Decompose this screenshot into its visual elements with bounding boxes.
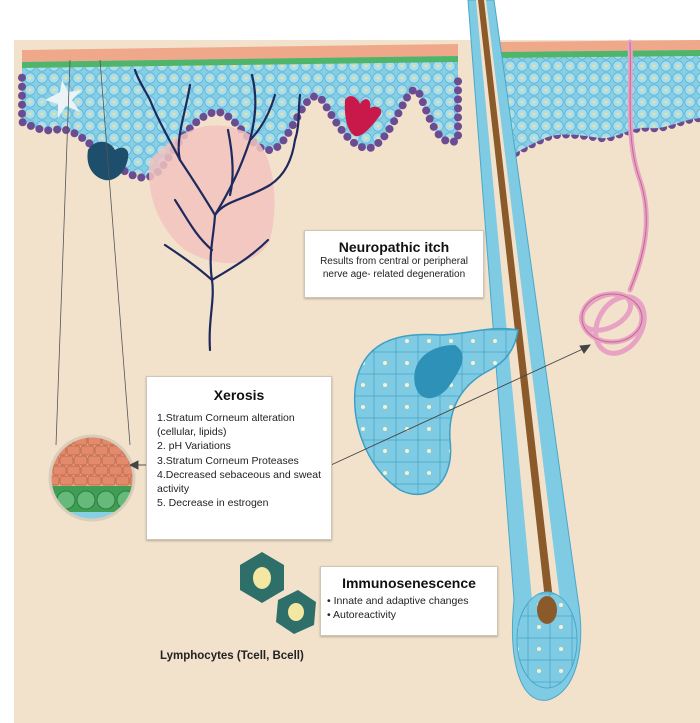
neuropathic-itch-line: Results from central or peripheral (305, 255, 483, 268)
basal-cell (18, 74, 26, 82)
basal-cell (137, 174, 145, 182)
basal-cell (435, 130, 443, 138)
corneocyte (102, 476, 115, 485)
xerosis-list: 1.Stratum Corneum alteration (cellular, … (147, 411, 331, 510)
basal-cell (18, 101, 26, 109)
basal-cell (279, 136, 287, 144)
lymphocytes-label: Lymphocytes (Tcell, Bcell) (160, 650, 340, 662)
basal-cell (35, 125, 43, 133)
basal-cell (231, 119, 239, 127)
basal-cell (303, 98, 311, 106)
basal-cell (208, 109, 216, 117)
basal-cell (62, 126, 70, 134)
basal-cell (358, 143, 366, 151)
basal-cell (289, 121, 297, 129)
basal-cell (323, 103, 331, 111)
basal-cell (18, 83, 26, 91)
basal-cell (454, 77, 462, 85)
basal-cell (318, 96, 326, 104)
corneocyte (60, 476, 73, 485)
basal-cell (192, 118, 200, 126)
basal-cell (454, 95, 462, 103)
immunosenescence-item: • Autoreactivity (327, 608, 497, 622)
corneocyte (74, 456, 87, 465)
basal-cell (293, 113, 301, 121)
xerosis-item: 1.Stratum Corneum alteration (cellular, … (157, 411, 325, 439)
basal-cell (454, 104, 462, 112)
basal-cell (454, 122, 462, 130)
xerosis-item: 4.Decreased sebaceous and sweat activity (157, 468, 325, 496)
basal-cell (454, 86, 462, 94)
basal-cell (343, 133, 351, 141)
basal-cell (19, 118, 27, 126)
basal-cell (390, 117, 398, 125)
basal-cell (27, 122, 35, 130)
basal-cell (129, 171, 137, 179)
basal-cell (386, 125, 394, 133)
basal-cell (78, 134, 86, 142)
basal-cell (284, 129, 292, 137)
basal-cell (224, 113, 232, 121)
xerosis-item: 3.Stratum Corneum Proteases (157, 454, 325, 468)
basal-cell (426, 115, 434, 123)
basal-cell (367, 144, 375, 152)
basal-cell (338, 126, 346, 134)
xerosis-item: 5. Decrease in estrogen (157, 496, 325, 510)
corneocyte (81, 446, 94, 455)
immunosenescence-list: • Innate and adaptive changes • Autoreac… (321, 594, 497, 622)
corneocyte (95, 466, 108, 475)
corneocyte (88, 456, 101, 465)
corneocyte (67, 446, 80, 455)
neuropathic-itch-line: nerve age- related degeneration (305, 268, 483, 281)
xerosis-item: 2. pH Variations (157, 439, 325, 453)
basal-cell (394, 109, 402, 117)
xerosis-box: Xerosis 1.Stratum Corneum alteration (ce… (146, 376, 332, 540)
corneocyte (109, 466, 122, 475)
basal-cell (380, 132, 388, 140)
immunosenescence-title: Immunosenescence (321, 575, 497, 591)
basal-cell (18, 110, 26, 118)
basal-cell (422, 107, 430, 115)
basal-cell (273, 143, 281, 151)
corneocyte (67, 466, 80, 475)
corneocyte (95, 446, 108, 455)
corneocyte (53, 466, 66, 475)
basal-cell (415, 90, 423, 98)
basal-cell (53, 126, 61, 134)
basal-cell (310, 93, 318, 101)
corneocyte (102, 456, 115, 465)
basal-cell (70, 129, 78, 137)
basal-cell (441, 136, 449, 144)
corneocyte (74, 476, 87, 485)
basal-cell (454, 113, 462, 121)
corneocyte (60, 456, 73, 465)
basal-cell (327, 111, 335, 119)
corneocyte (88, 476, 101, 485)
basal-cell (216, 108, 224, 116)
corneocyte (116, 476, 129, 485)
basal-cell (18, 92, 26, 100)
immunosenescence-box: Immunosenescence • Innate and adaptive c… (320, 566, 498, 636)
xerosis-title: Xerosis (147, 387, 331, 403)
basal-cell (265, 146, 273, 154)
basal-cell (350, 139, 358, 147)
basal-cell (419, 98, 427, 106)
basal-cell (44, 126, 52, 134)
basal-cell (399, 101, 407, 109)
basal-cell (374, 139, 382, 147)
basal-cell (430, 123, 438, 131)
corneocyte (81, 466, 94, 475)
immunosenescence-item: • Innate and adaptive changes (327, 594, 497, 608)
basal-cell (409, 87, 417, 95)
basal-cell (199, 113, 207, 121)
basal-cell (450, 138, 458, 146)
neuropathic-itch-title: Neuropathic itch (305, 239, 483, 255)
basal-cell (403, 94, 411, 102)
neuropathic-itch-box: Neuropathic itch Results from central or… (304, 230, 484, 298)
basal-cell (332, 119, 340, 127)
